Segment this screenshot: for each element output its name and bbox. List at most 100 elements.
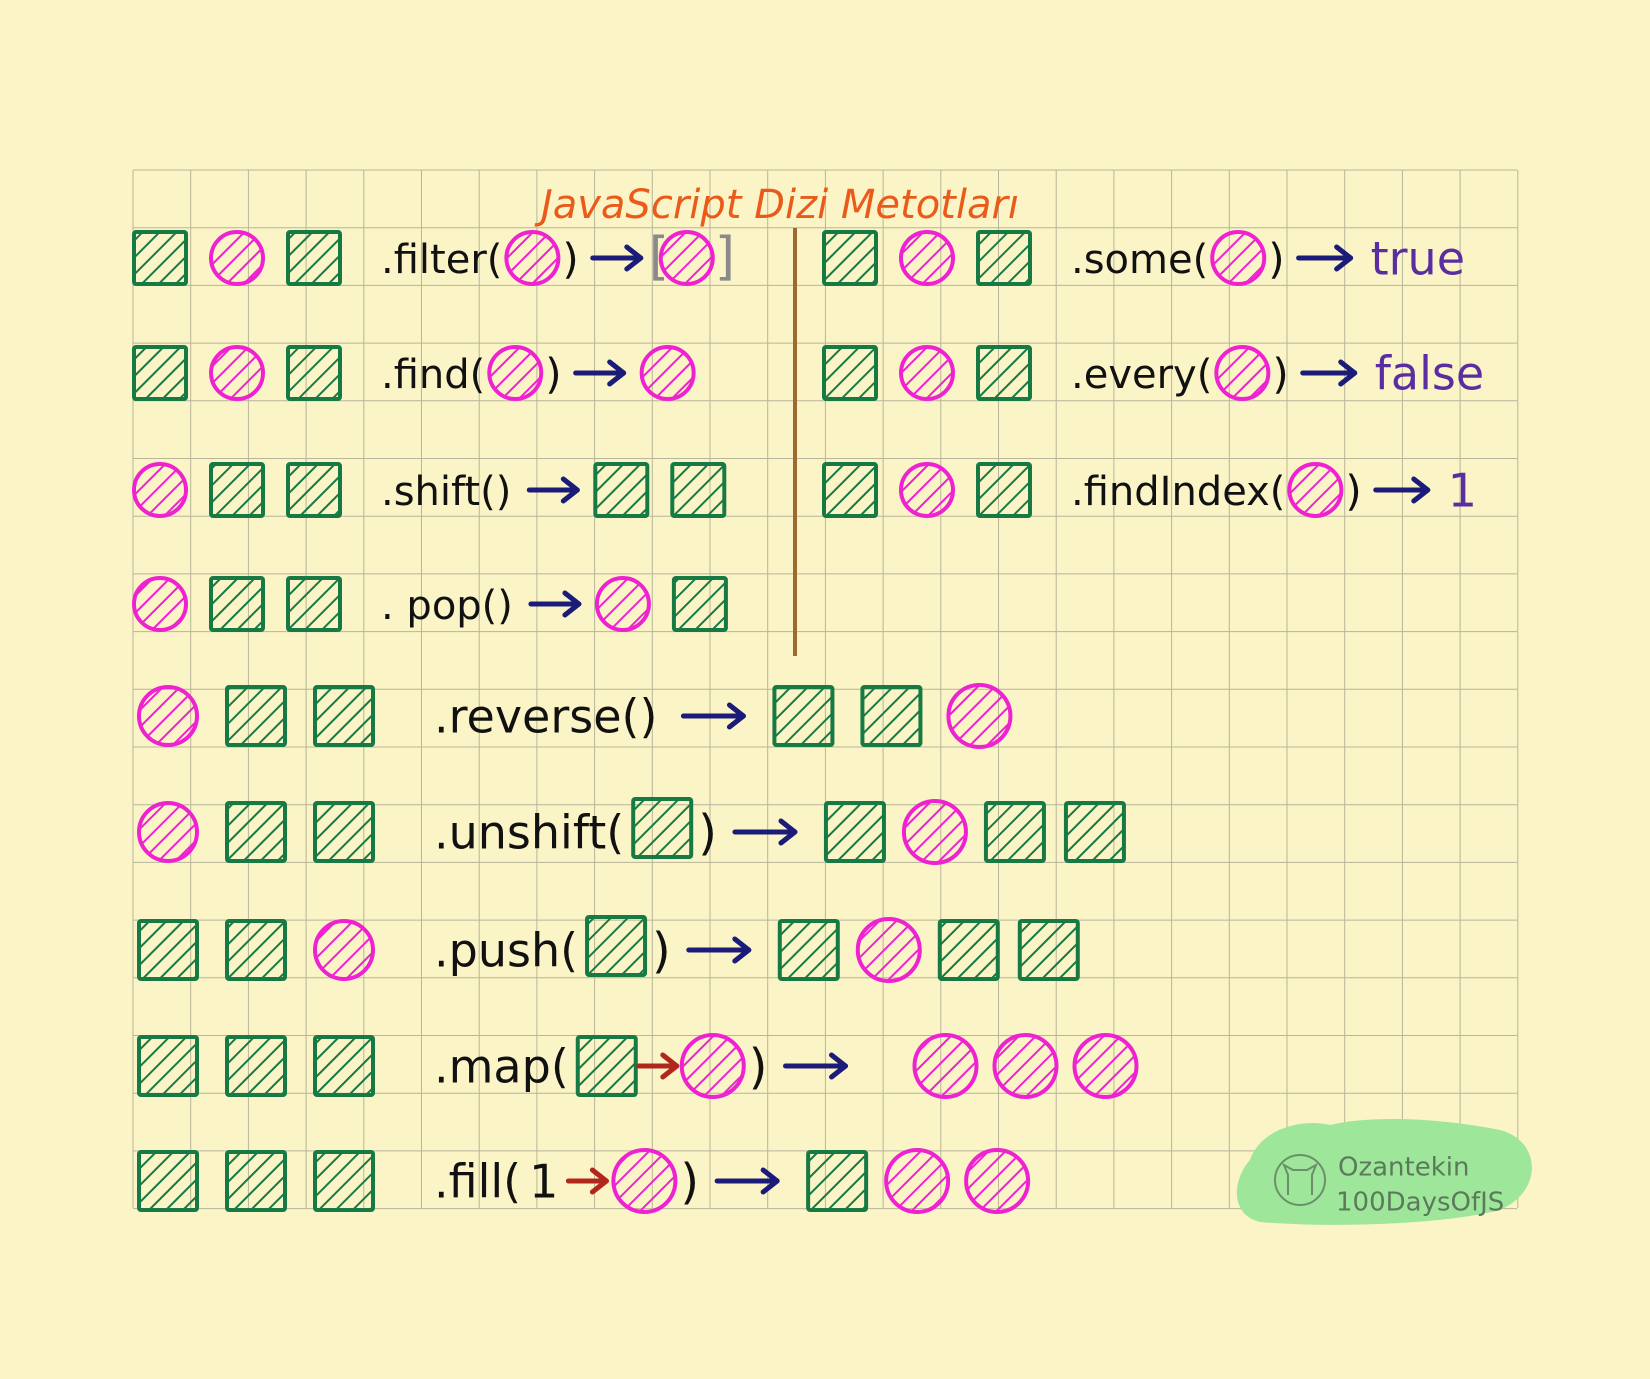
green-square-icon	[1017, 919, 1080, 981]
pink-circle-icon	[901, 799, 968, 865]
method-row: .findIndex()1	[822, 462, 1477, 518]
green-square-icon	[313, 1150, 375, 1212]
pink-circle-icon	[912, 1033, 979, 1099]
right-arrow-icon	[686, 936, 752, 964]
result-value: true	[1371, 232, 1465, 286]
right-arrow-icon	[573, 359, 627, 387]
pink-circle-icon	[132, 462, 188, 518]
pink-circle-icon	[899, 230, 955, 286]
green-square-icon	[822, 345, 878, 401]
method-row: .push()	[137, 915, 1080, 983]
green-square-icon	[822, 230, 878, 286]
signature-tag: 100DaysOfJS	[1336, 1188, 1504, 1218]
pink-circle-icon	[658, 230, 715, 286]
pink-circle-icon	[639, 345, 696, 401]
signature-badge: Ozantekin 100DaysOfJS	[1236, 1118, 1532, 1225]
green-square-icon	[225, 685, 287, 747]
green-square-icon	[983, 801, 1046, 863]
signature-name: Ozantekin	[1338, 1153, 1469, 1183]
method-label: .fill(	[434, 1155, 521, 1209]
fill-value: 1	[529, 1155, 558, 1209]
method-label: .unshift(	[434, 806, 624, 860]
method-row: . pop()	[132, 576, 728, 632]
green-square-icon	[313, 685, 375, 747]
right-arrow-icon	[732, 818, 798, 846]
result-value: false	[1375, 347, 1484, 401]
method-row: .some() true	[822, 230, 1465, 286]
green-square-icon	[209, 462, 265, 518]
green-square-icon	[575, 1035, 638, 1097]
right-arrow-icon	[528, 590, 582, 618]
close-paren: )	[1345, 467, 1361, 516]
close-paren: )	[1268, 235, 1284, 284]
method-label: .push(	[434, 924, 578, 978]
method-row: .every() false	[822, 345, 1484, 401]
green-square-icon	[823, 801, 886, 863]
right-arrow-icon	[714, 1167, 780, 1195]
pink-circle-icon	[209, 230, 265, 286]
method-label: . pop()	[381, 583, 513, 629]
close-paren: )	[749, 1039, 768, 1095]
method-label: .some(	[1071, 237, 1208, 283]
close-paren: )	[1272, 350, 1288, 399]
green-square-icon	[631, 797, 694, 859]
green-square-icon	[976, 462, 1032, 518]
pink-circle-icon	[899, 345, 955, 401]
green-square-icon	[822, 462, 878, 518]
green-square-icon	[225, 919, 287, 981]
green-square-icon	[976, 345, 1032, 401]
green-square-icon	[860, 685, 923, 747]
method-label: .filter(	[381, 237, 502, 283]
green-square-icon	[593, 462, 650, 518]
green-square-icon	[137, 1150, 199, 1212]
pink-circle-icon	[137, 685, 199, 747]
page-title: JavaScript Dizi Metotları	[534, 182, 1019, 228]
green-square-icon	[671, 576, 728, 632]
green-square-icon	[225, 801, 287, 863]
method-row: .unshift()	[137, 797, 1126, 865]
pink-circle-icon	[137, 801, 199, 863]
method-row: .find()	[132, 345, 696, 401]
pink-circle-icon	[899, 462, 955, 518]
method-label: .shift()	[381, 469, 511, 515]
green-square-icon	[313, 801, 375, 863]
green-square-icon	[772, 685, 835, 747]
green-square-icon	[225, 1035, 287, 1097]
right-arrow-icon	[1300, 359, 1358, 387]
close-paren: )	[652, 923, 671, 979]
green-square-icon	[286, 462, 342, 518]
pink-circle-icon	[884, 1148, 951, 1214]
right-arrow-icon	[1373, 476, 1431, 504]
close-bracket: ]	[715, 227, 735, 287]
pink-circle-icon	[1210, 230, 1267, 286]
green-square-icon	[777, 919, 840, 981]
method-label: .every(	[1071, 352, 1212, 398]
green-square-icon	[937, 919, 1000, 981]
close-paren: )	[680, 1154, 699, 1210]
method-label: .map(	[434, 1040, 569, 1094]
pink-circle-icon	[209, 345, 265, 401]
method-row: .shift()	[132, 462, 727, 518]
method-label: .find(	[381, 352, 485, 398]
green-square-icon	[132, 230, 188, 286]
green-square-icon	[313, 1035, 375, 1097]
close-paren: )	[698, 805, 717, 861]
method-row: .reverse()	[137, 683, 1013, 749]
green-square-icon	[806, 1150, 869, 1212]
close-paren: )	[562, 235, 578, 284]
result-value: 1	[1448, 464, 1477, 518]
right-arrow-icon	[590, 244, 644, 272]
method-row: .fill(1)	[137, 1148, 1031, 1214]
method-rows: .filter()[] .find() .shift() . pop() .some()…	[132, 227, 1484, 1214]
green-square-icon	[670, 462, 727, 518]
green-square-icon	[976, 230, 1032, 286]
green-square-icon	[209, 576, 265, 632]
method-row: .filter()[]	[132, 227, 735, 287]
github-octocat-icon	[1274, 1154, 1326, 1206]
pink-circle-icon	[132, 576, 188, 632]
right-arrow-icon	[636, 1052, 680, 1080]
right-arrow-icon	[526, 476, 580, 504]
right-arrow-icon	[783, 1052, 848, 1080]
pink-circle-icon	[594, 576, 651, 632]
